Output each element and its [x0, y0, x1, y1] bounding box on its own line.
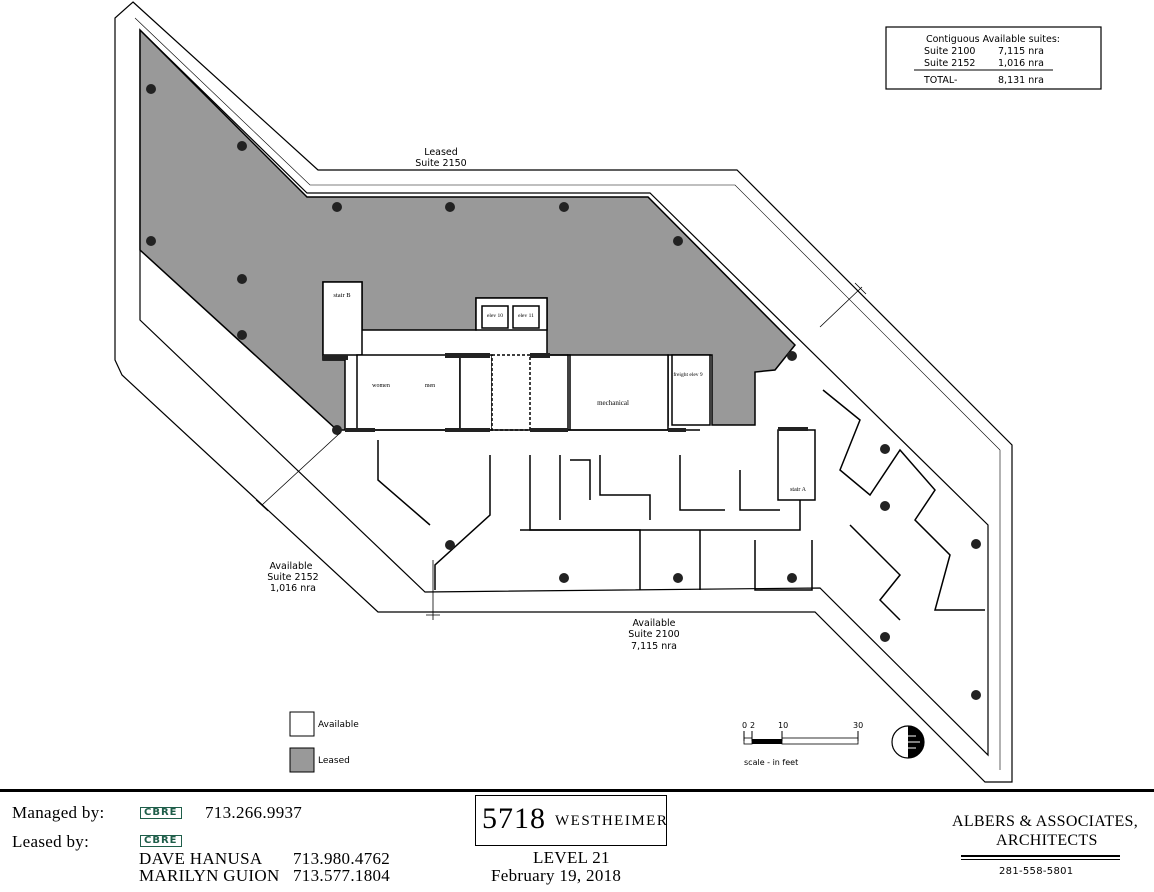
- building-street: WESTHEIMER: [555, 813, 669, 829]
- freight-elevator: [671, 354, 711, 426]
- avail-b-status-label: Available: [632, 618, 675, 629]
- level-label: LEVEL 21: [533, 848, 610, 867]
- room-stair-a: stair A: [790, 487, 806, 493]
- room-men: men: [425, 383, 435, 389]
- room-mechanical: mechanical: [597, 399, 629, 407]
- suites-table: [885, 26, 1102, 90]
- legend-available-label: Available: [318, 720, 359, 730]
- cbre-logo-leased: CBRE: [140, 835, 182, 847]
- legend-leased-swatch: [289, 747, 315, 773]
- room-stair-b: stair B: [333, 292, 351, 299]
- stair-b: [322, 281, 363, 356]
- building-outline: [114, 1, 1013, 783]
- avail-b-suite-label: Suite 2100: [628, 629, 679, 640]
- suite-total-label: TOTAL-: [923, 75, 957, 86]
- leased-suite-label: Suite 2150: [415, 158, 466, 169]
- architect-phone: 281-558-5801: [999, 866, 1074, 877]
- avail-a-area-label: 1,016 nra: [270, 583, 316, 594]
- avail-a-status-label: Available: [269, 561, 312, 572]
- suites-table-title: Contiguous Available suites:: [926, 34, 1060, 45]
- suite-row-2-area: 1,016 nra: [998, 58, 1044, 69]
- agent-1-name: DAVE HANUSA: [139, 849, 263, 868]
- north-arrow-icon: [891, 725, 925, 759]
- avail-b-area-label: 7,115 nra: [631, 641, 677, 652]
- scale-tick-2: 2: [750, 721, 755, 730]
- footer-rule: [0, 789, 1154, 792]
- scale-tick-10: 10: [778, 721, 788, 730]
- building-inner-outline: [139, 28, 989, 757]
- agent-2-name: MARILYN GUION: [139, 866, 280, 885]
- legend-leased-label: Leased: [318, 756, 350, 766]
- suite-total-area: 8,131 nra: [998, 75, 1044, 86]
- columns: [146, 84, 981, 700]
- plan-date: February 19, 2018: [491, 866, 622, 885]
- managed-by-label: Managed by:: [12, 803, 105, 822]
- architect-name-line-2: ARCHITECTS: [996, 832, 1098, 849]
- building-glazing-line: [134, 17, 1001, 770]
- architect-name-line-1: ALBERS & ASSOCIATES,: [952, 813, 1139, 830]
- room-elev-11: elev 11: [518, 313, 534, 319]
- cbre-logo-managed: CBRE: [140, 807, 182, 819]
- building-logo: 5718 WESTHEIMER: [475, 795, 667, 846]
- architect-rule: [961, 855, 1120, 857]
- legend-available-swatch: [289, 711, 315, 737]
- leased-by-label: Leased by:: [12, 832, 90, 851]
- restroom-block: [356, 354, 461, 431]
- building-number: 5718: [482, 802, 546, 835]
- room-freight-elev: freight elev 9: [673, 371, 703, 378]
- scale-tick-0: 0: [742, 721, 747, 730]
- agent-2-phone: 713.577.1804: [293, 866, 391, 885]
- mechanical-room: [567, 354, 669, 431]
- elevator-lobby: [491, 354, 531, 431]
- managed-phone: 713.266.9937: [205, 803, 303, 822]
- suite-row-2-name: Suite 2152: [924, 58, 975, 69]
- scale-caption: scale - in feet: [744, 758, 798, 767]
- suite-row-1-area: 7,115 nra: [998, 46, 1044, 57]
- suite-row-1-name: Suite 2100: [924, 46, 975, 57]
- architect-rule-thin: [961, 859, 1120, 860]
- leased-status-label: Leased: [424, 147, 458, 158]
- elevator-bank: [475, 297, 548, 331]
- scale-bar: [743, 731, 859, 745]
- room-women: women: [372, 383, 390, 389]
- scale-tick-30: 30: [853, 721, 863, 730]
- agent-1-phone: 713.980.4762: [293, 849, 391, 868]
- avail-a-suite-label: Suite 2152: [267, 572, 318, 583]
- room-elev-10: elev 10: [487, 313, 503, 319]
